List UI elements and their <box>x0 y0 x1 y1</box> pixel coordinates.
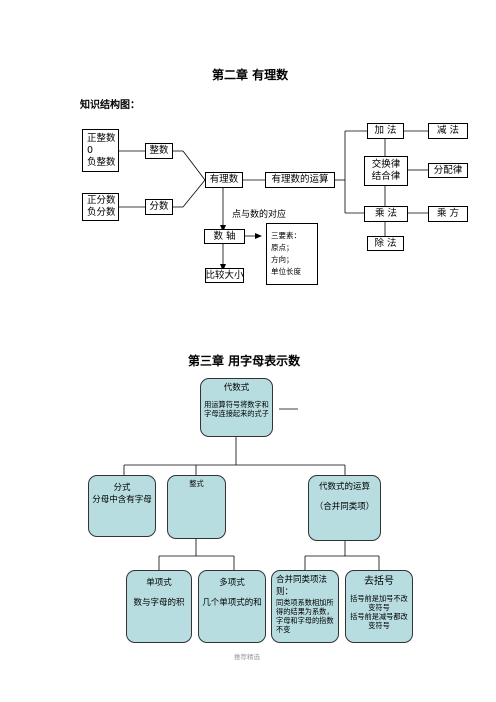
hebing-desc: 同类项系数相加所得的结果为系数，字母和字母的指数不变 <box>276 598 334 634</box>
negative-int-label: 负整数 <box>87 156 116 168</box>
fenshi-title: 分式 <box>113 483 131 493</box>
rational-box: 有理数 <box>205 172 243 188</box>
origin-label: 原点； <box>271 243 294 252</box>
commutative-label: 交换律 <box>371 159 401 170</box>
root-title: 代数式 <box>223 383 250 393</box>
duoxiang-box: 多项式 几个单项式的和 <box>198 570 266 643</box>
numberline-box: 数 轴 <box>204 229 245 244</box>
hebing-title: 合并同类项法则： <box>276 575 328 597</box>
line-fraction-rational <box>182 179 206 208</box>
direction-label: 方向； <box>271 255 294 264</box>
arrow-numberline <box>220 225 226 232</box>
danxiang-title: 单项式 <box>146 578 172 588</box>
kuohao-rule-minus: 括号前是减号都改变符号 <box>350 612 408 630</box>
ops-box: 代数式的运算 （合并同类项） <box>308 475 381 541</box>
positive-int-label: 正整数 <box>87 132 116 144</box>
unit-length-label: 单位长度 <box>271 267 301 276</box>
arrow-compare <box>220 264 226 271</box>
chapter2-title: 第二章 有理数 <box>212 68 289 82</box>
zhengshi-box: 整式 <box>167 475 226 539</box>
int-types-box: 正整数 0 负整数 <box>82 129 119 172</box>
line-integer-rational <box>182 150 206 181</box>
kuohao-title: 去括号 <box>364 576 394 587</box>
integer-box: 整数 <box>145 143 173 159</box>
structure-subtitle: 知识结构图： <box>80 100 140 111</box>
fenshi-box: 分式 分母中含有字母 <box>88 475 156 537</box>
elements-box: 三要素： 原点； 方向； 单位长度 <box>266 223 318 285</box>
distributive-box: 分配律 <box>428 163 468 178</box>
hebing-box: 合并同类项法则： 同类项系数相加所得的结果为系数，字母和字母的指数不变 <box>271 570 339 643</box>
zhengshi-title: 整式 <box>189 479 204 488</box>
kuohao-rule-plus: 括号前是加号不改变符号 <box>350 594 408 612</box>
chapter3-title: 第三章 用字母表示数 <box>188 354 301 368</box>
zero-label: 0 <box>87 144 94 156</box>
frac-types-box: 正分数 负分数 <box>82 193 119 221</box>
elements-heading: 三要素： <box>271 231 301 240</box>
footer-text: 推荐精选 <box>234 653 260 661</box>
add-box: 加 法 <box>367 123 404 139</box>
compare-box: 比较大小 <box>205 268 244 283</box>
duoxiang-desc: 几个单项式的和 <box>202 598 262 608</box>
laws-box: 交换律 结合律 <box>364 156 408 186</box>
correspondence-label: 点与数的对应 <box>232 210 287 220</box>
kuohao-box: 去括号 括号前是加号不改变符号 括号前是减号都改变符号 <box>345 570 413 643</box>
negative-frac-label: 负分数 <box>87 207 116 218</box>
sub-box: 减 法 <box>428 123 468 139</box>
fraction-box: 分数 <box>145 199 173 215</box>
root-desc: 用运算符号将数字和字母连接起来的式子 <box>204 400 269 418</box>
div-box: 除 法 <box>367 236 404 251</box>
fenshi-desc: 分母中含有字母 <box>92 495 152 505</box>
danxiang-box: 单项式 数与字母的积 <box>126 570 192 643</box>
arrow-elements <box>255 233 262 239</box>
power-box: 乘 方 <box>428 206 468 222</box>
root-expression-box: 代数式 用运算符号将数字和字母连接起来的式子 <box>200 378 273 437</box>
duoxiang-title: 多项式 <box>219 578 245 588</box>
positive-frac-label: 正分数 <box>87 195 116 206</box>
associative-label: 结合律 <box>371 171 401 182</box>
mul-box: 乘 法 <box>364 206 408 222</box>
danxiang-desc: 数与字母的积 <box>133 598 185 608</box>
ops-desc: （合并同类项） <box>314 502 375 512</box>
ops-title: 代数式的运算 <box>318 482 370 492</box>
operations-box: 有理数的运算 <box>265 172 335 188</box>
